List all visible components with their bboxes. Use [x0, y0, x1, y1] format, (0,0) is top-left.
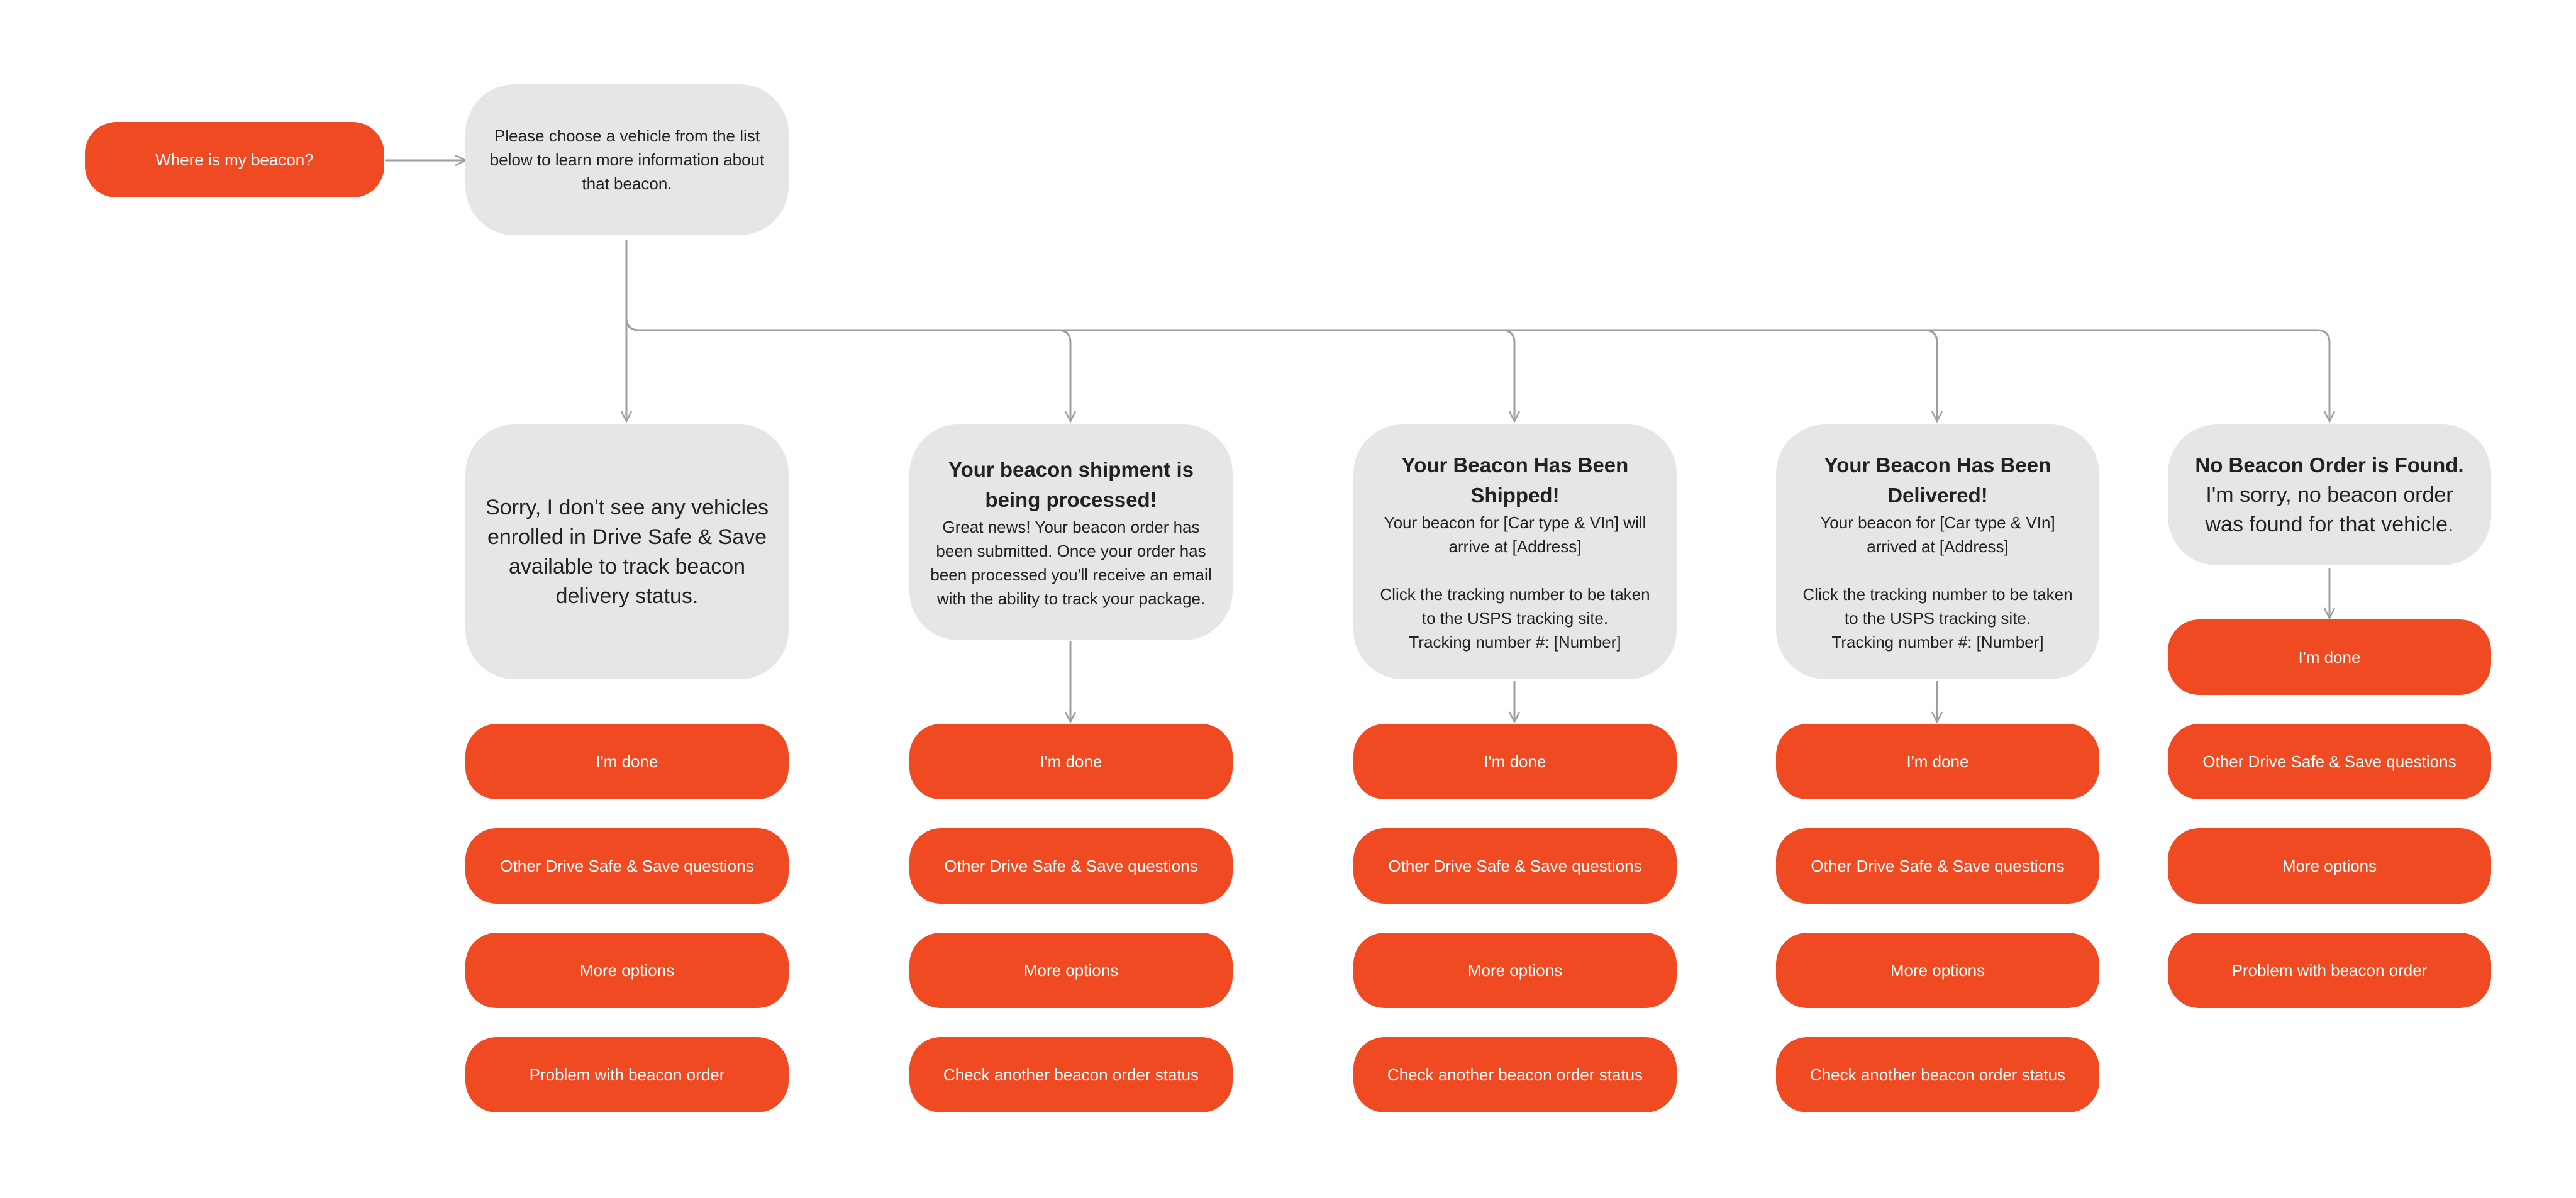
- option-button[interactable]: Other Drive Safe & Save questions: [2168, 724, 2491, 799]
- message-title: Your Beacon Has Been Shipped!: [1401, 453, 1629, 507]
- message-body: Great news! Your beacon order has been s…: [930, 517, 1212, 608]
- start-button[interactable]: Where is my beacon?: [85, 122, 384, 197]
- message-title: No Beacon Order is Found.: [2195, 453, 2464, 477]
- message-bubble-no-vehicles: Sorry, I don't see any vehicles enrolled…: [465, 424, 789, 679]
- option-button[interactable]: Other Drive Safe & Save questions: [909, 828, 1233, 904]
- option-label: Other Drive Safe & Save questions: [1388, 856, 1642, 875]
- option-label: I'm done: [1040, 752, 1102, 771]
- option-button[interactable]: Problem with beacon order: [465, 1037, 789, 1112]
- branch-line: [625, 317, 2329, 421]
- option-label: I'm done: [1484, 752, 1546, 771]
- option-button[interactable]: Check another beacon order status: [909, 1037, 1233, 1112]
- message-bubble-delivered: Your Beacon Has Been Delivered! Your bea…: [1776, 424, 2099, 679]
- option-button[interactable]: Other Drive Safe & Save questions: [1353, 828, 1677, 904]
- option-button[interactable]: More options: [1353, 933, 1677, 1008]
- option-label: Other Drive Safe & Save questions: [944, 856, 1198, 875]
- option-label: I'm done: [2298, 647, 2361, 667]
- option-label: Other Drive Safe & Save questions: [1811, 856, 2065, 875]
- option-button[interactable]: Check another beacon order status: [1776, 1037, 2099, 1112]
- message-body: Sorry, I don't see any vehicles enrolled…: [486, 495, 769, 608]
- option-label: More options: [579, 960, 675, 980]
- start-button-label: Where is my beacon?: [155, 150, 314, 169]
- message-bubble-not-found: No Beacon Order is Found. I'm sorry, no …: [2168, 424, 2491, 565]
- message-bubble-processing: Your beacon shipment is being processed!…: [909, 424, 1233, 640]
- prompt-text: Please choose a vehicle from the list be…: [489, 126, 765, 193]
- message-body: I'm sorry, no beacon order was found for…: [2205, 483, 2454, 536]
- option-button[interactable]: Problem with beacon order: [2168, 933, 2491, 1008]
- message-body: Your beacon for [Car type & VIn] will ar…: [1380, 513, 1650, 652]
- option-button[interactable]: More options: [1776, 933, 2099, 1008]
- option-button[interactable]: Other Drive Safe & Save questions: [1776, 828, 2099, 904]
- prompt-bubble: Please choose a vehicle from the list be…: [465, 84, 789, 235]
- message-body: Your beacon for [Car type & VIn] arrived…: [1802, 513, 2073, 652]
- option-label: Problem with beacon order: [2231, 960, 2428, 980]
- option-label: Problem with beacon order: [529, 1065, 725, 1084]
- branch-drop-col3: [1501, 329, 1514, 421]
- option-label: Other Drive Safe & Save questions: [500, 856, 754, 875]
- option-label: More options: [1467, 960, 1563, 980]
- message-title: Your beacon shipment is being processed!: [948, 457, 1194, 511]
- message-title: Your Beacon Has Been Delivered!: [1824, 453, 2051, 507]
- message-bubble-shipped: Your Beacon Has Been Shipped! Your beaco…: [1353, 424, 1677, 679]
- option-label: I'm done: [1906, 752, 1969, 771]
- option-label: I'm done: [596, 752, 658, 771]
- option-label: More options: [2282, 856, 2377, 875]
- option-button[interactable]: I'm done: [909, 724, 1233, 799]
- option-button[interactable]: I'm done: [1353, 724, 1677, 799]
- option-button[interactable]: I'm done: [465, 724, 789, 799]
- option-label: More options: [1023, 960, 1119, 980]
- branch-drop-col2: [1057, 329, 1070, 421]
- branch-drop-col4: [1924, 329, 1937, 421]
- option-button[interactable]: I'm done: [1776, 724, 2099, 799]
- option-label: Check another beacon order status: [1387, 1065, 1643, 1084]
- option-label: Other Drive Safe & Save questions: [2202, 752, 2457, 771]
- option-label: More options: [1890, 960, 1985, 980]
- option-button[interactable]: More options: [909, 933, 1233, 1008]
- option-button[interactable]: More options: [2168, 828, 2491, 904]
- option-label: Check another beacon order status: [943, 1065, 1199, 1084]
- option-button[interactable]: I'm done: [2168, 619, 2491, 695]
- option-button[interactable]: Other Drive Safe & Save questions: [465, 828, 789, 904]
- option-button[interactable]: Check another beacon order status: [1353, 1037, 1677, 1112]
- option-label: Check another beacon order status: [1809, 1065, 2066, 1084]
- option-button[interactable]: More options: [465, 933, 789, 1008]
